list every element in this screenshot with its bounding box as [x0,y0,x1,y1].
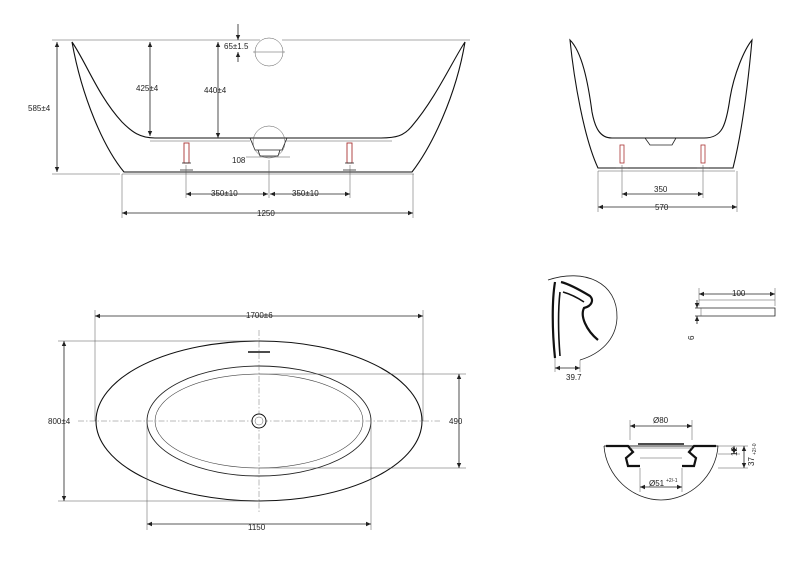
dim-drain-top-diameter: Ø80 [653,416,669,425]
dim-top-length: 1700±6 [246,311,273,320]
dim-foot-length: 100 [732,289,746,298]
dim-drain-bottom-diameter: Ø51 [649,479,665,488]
dim-top-width: 800±4 [48,417,71,426]
dim-inner-length: 1150 [248,523,266,532]
side-view-drain-circle [252,125,286,159]
top-view-drain [251,413,267,429]
dim-foot-thickness: 6 [687,335,696,340]
dim-depth-total: 440±4 [204,86,227,95]
foot-pad [695,307,776,317]
dim-height: 585±4 [28,104,51,113]
side-view-tub-outline [71,41,466,173]
drain-profile-left [606,444,640,468]
side-view-leg-right [343,142,356,171]
dim-leg-right: 350±10 [292,189,319,198]
rim-section-detail: 39.7 [547,275,618,382]
end-view-tub-outline [569,38,753,169]
top-view: 1700±6 800±4 490 1150 [48,310,466,532]
side-view-leg-left [180,142,193,171]
dim-end-width: 570 [655,203,669,212]
dim-drain-height: 37 [747,457,756,466]
drain-detail: Ø80 Ø51 +2/-1 12 37 +2/-0 [603,416,758,501]
dim-drain-flange: 12 [730,447,739,456]
rim-section-profile [560,280,599,341]
dim-rim-thickness: 39.7 [566,373,582,382]
rim-section-boundary [547,275,618,361]
dim-leg-left: 350±10 [211,189,238,198]
dim-inner-width: 490 [449,417,463,426]
side-view-drain-body [249,137,288,157]
side-view: 585±4 425±4 440±4 65±1.5 108 350±10 350±… [28,24,470,218]
end-view: 350 570 [569,38,753,212]
dim-length: 1250 [257,209,275,218]
dim-drain-height-tolerance: +2/-0 [752,443,758,455]
drain-detail-boundary [603,445,719,501]
dim-depth-overflow: 425±4 [136,84,159,93]
dim-overflow-offset: 65±1.5 [224,42,249,51]
dim-drain-bottom-tolerance: +2/-1 [666,478,678,484]
dim-drain-height: 108 [232,156,246,165]
dim-end-leg-span: 350 [654,185,668,194]
end-view-drain [644,137,677,146]
foot-detail: 100 6 [687,288,776,340]
drain-profile-right [682,444,716,468]
